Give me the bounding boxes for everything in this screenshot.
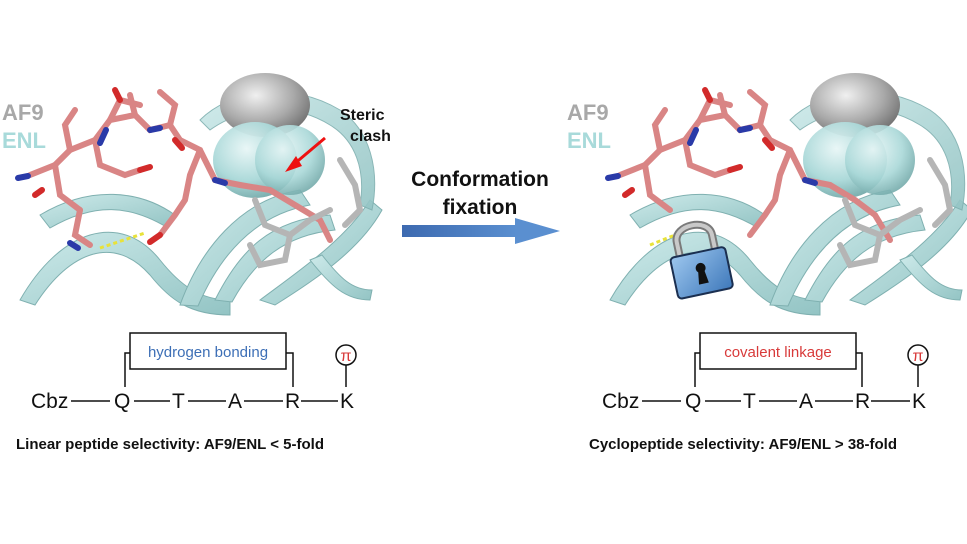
- steric-label-line2: clash: [350, 128, 391, 145]
- left-scheme: hydrogen bonding π Cbz Q T A R K Linear …: [16, 332, 357, 453]
- padlock-icon: [669, 220, 734, 300]
- left-legend-enl: ENL: [2, 128, 46, 153]
- right-scheme: covalent linkage π Cbz Q T A R K Cyclope…: [589, 332, 929, 453]
- right-structure-image: [605, 73, 967, 316]
- arrow-label-line2: fixation: [443, 196, 518, 219]
- left-structure-image: [15, 73, 383, 316]
- right-seq-4: R: [855, 390, 870, 413]
- left-legend-af9: AF9: [2, 100, 44, 125]
- arrow-label-line1: Conformation: [411, 168, 549, 191]
- right-seq-3: A: [799, 390, 813, 413]
- left-caption: Linear peptide selectivity: AF9/ENL < 5-…: [16, 436, 324, 453]
- left-seq-1: Q: [114, 390, 130, 413]
- blue-arrow-icon: [402, 218, 560, 244]
- right-pi-symbol: π: [912, 348, 923, 365]
- left-seq-2: T: [172, 390, 185, 413]
- steric-label-line1: Steric: [340, 107, 385, 124]
- left-pi-symbol: π: [340, 348, 351, 365]
- right-legend-enl: ENL: [567, 128, 611, 153]
- right-seq-2: T: [743, 390, 756, 413]
- right-caption: Cyclopeptide selectivity: AF9/ENL > 38-f…: [589, 436, 897, 453]
- right-bridge-label: covalent linkage: [724, 344, 832, 361]
- left-seq-5: K: [340, 390, 354, 413]
- left-seq-0: Cbz: [31, 390, 68, 413]
- red-arrow-icon: [285, 136, 326, 172]
- right-seq-0: Cbz: [602, 390, 639, 413]
- left-seq-3: A: [228, 390, 242, 413]
- right-seq-5: K: [912, 390, 926, 413]
- right-legend-af9: AF9: [567, 100, 609, 125]
- left-bridge-label: hydrogen bonding: [148, 344, 268, 361]
- right-seq-1: Q: [685, 390, 701, 413]
- left-seq-4: R: [285, 390, 300, 413]
